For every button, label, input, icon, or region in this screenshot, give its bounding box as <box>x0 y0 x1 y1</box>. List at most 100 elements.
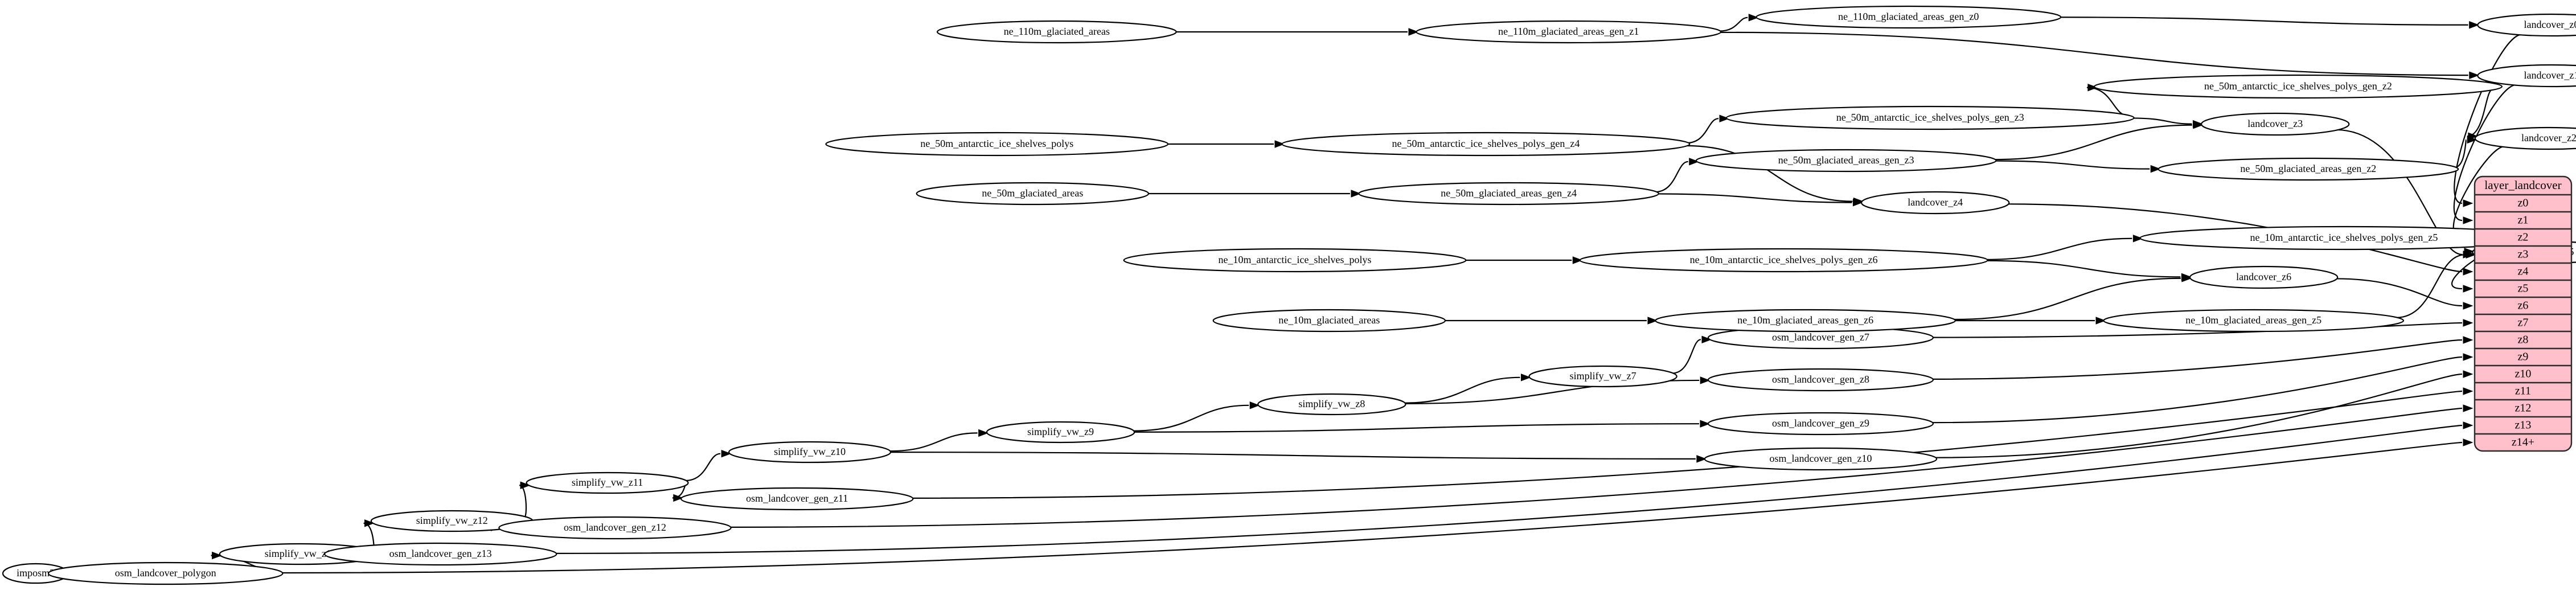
edge-arrowhead <box>2463 302 2474 310</box>
edge-arrowhead <box>1351 190 1361 198</box>
node-label: landcover_z6 <box>2236 271 2291 282</box>
graph-node[interactable]: osm_landcover_gen_z8 <box>1707 368 1934 392</box>
graph-node[interactable]: ne_10m_antarctic_ice_shelves_polys_gen_z… <box>1579 248 1988 273</box>
graph-edge <box>555 424 2463 554</box>
graph-edge <box>1993 124 2192 161</box>
edge-arrowhead <box>1700 376 1711 384</box>
graph-node[interactable]: simplify_vw_z9 <box>986 421 1135 444</box>
edge-arrowhead <box>2469 71 2480 79</box>
node-label: landcover_z2 <box>2521 132 2576 143</box>
table-row[interactable]: z5 <box>2518 282 2529 295</box>
edge-arrowhead <box>2463 251 2474 259</box>
edge-arrowhead <box>2463 285 2474 293</box>
edge-arrowhead <box>673 494 684 502</box>
node-label: osm_landcover_gen_z8 <box>1772 374 1869 385</box>
graph-node[interactable]: osm_landcover_polygon <box>47 561 284 585</box>
table-row[interactable]: z6 <box>2518 300 2529 312</box>
graph-node[interactable]: osm_landcover_gen_z11 <box>680 487 914 511</box>
graph-node[interactable]: osm_landcover_gen_z12 <box>498 516 732 540</box>
edge-arrowhead <box>364 519 375 527</box>
graph-edge <box>1672 339 1701 374</box>
edge-arrowhead <box>1689 158 1700 166</box>
table-row[interactable]: z7 <box>2518 317 2529 329</box>
graph-node[interactable]: landcover_z1 <box>2477 64 2576 88</box>
node-label: landcover_z3 <box>2247 118 2303 129</box>
graph-node[interactable]: ne_50m_glaciated_areas <box>916 182 1150 206</box>
graph-node[interactable]: ne_50m_antarctic_ice_shelves_polys_gen_z… <box>1725 105 2135 130</box>
graph-node[interactable]: ne_50m_antarctic_ice_shelves_polys <box>825 132 1169 157</box>
table-row[interactable]: z3 <box>2518 248 2529 261</box>
graph-edge <box>889 432 978 452</box>
graph-node[interactable]: ne_50m_antarctic_ice_shelves_polys_gen_z… <box>2093 74 2503 99</box>
edge-arrowhead <box>2132 235 2143 243</box>
graph-node[interactable]: ne_50m_glaciated_areas_gen_z4 <box>1358 182 1660 206</box>
graph-edge <box>1655 161 1688 193</box>
graph-node[interactable]: osm_landcover_gen_z7 <box>1707 326 1934 350</box>
node-label: ne_10m_antarctic_ice_shelves_polys <box>1219 254 1372 265</box>
graph-node[interactable]: simplify_vw_z12 <box>370 510 534 532</box>
table-row[interactable]: z4 <box>2518 265 2529 278</box>
table-row[interactable]: z2 <box>2518 231 2529 244</box>
graph-node[interactable]: ne_10m_glaciated_areas_gen_z6 <box>1655 309 1956 333</box>
graph-node[interactable]: landcover_z0 <box>2477 13 2576 37</box>
graph-edge <box>1133 404 1249 432</box>
graph-node[interactable]: ne_110m_glaciated_areas_gen_z1 <box>1416 20 1722 44</box>
graph-node[interactable]: ne_110m_glaciated_areas_gen_z0 <box>1755 5 2062 29</box>
graph-node[interactable]: osm_landcover_gen_z10 <box>1704 447 1938 471</box>
edge-arrowhead <box>2463 387 2474 395</box>
table-row-label: z6 <box>2518 300 2529 312</box>
graph-edge <box>2059 17 2468 26</box>
node-label: ne_110m_glaciated_areas_gen_z0 <box>1838 11 1979 22</box>
edge-arrowhead <box>1408 28 1419 36</box>
graph-edge <box>1718 17 1748 32</box>
graph-node[interactable]: landcover_z4 <box>1861 191 2010 215</box>
edge-arrowhead <box>212 551 223 560</box>
graph-node[interactable]: simplify_vw_z7 <box>1528 365 1677 388</box>
graph-node[interactable]: ne_10m_glaciated_areas <box>1212 309 1446 333</box>
table-row[interactable]: z9 <box>2518 351 2529 363</box>
graph-node[interactable]: ne_110m_glaciated_areas <box>936 20 1177 44</box>
graph-node[interactable]: imposm3 <box>2 563 69 584</box>
edge-arrowhead <box>978 429 989 437</box>
node-label: simplify_vw_z10 <box>774 446 846 457</box>
node-label: simplify_vw_z9 <box>1027 426 1094 437</box>
node-label: ne_50m_glaciated_areas_gen_z2 <box>2240 163 2376 174</box>
node-label: ne_110m_glaciated_areas <box>1004 26 1110 37</box>
table-row[interactable]: z0 <box>2518 197 2529 210</box>
graph-node[interactable]: osm_landcover_gen_z9 <box>1707 412 1934 436</box>
node-label: osm_landcover_gen_z7 <box>1772 331 1869 343</box>
graph-node[interactable]: landcover_z2 <box>2474 126 2576 150</box>
table-row[interactable]: z14+ <box>2512 436 2534 449</box>
table-row[interactable]: z13 <box>2515 419 2532 432</box>
graph-edge <box>2453 84 2517 222</box>
graph-node[interactable]: landcover_z3 <box>2201 112 2350 136</box>
graph-node[interactable]: osm_landcover_gen_z13 <box>323 542 557 566</box>
graph-edge <box>2132 117 2192 125</box>
edge-layer <box>39 14 2545 577</box>
graph-node[interactable]: simplify_vw_z8 <box>1257 393 1406 416</box>
table-row[interactable]: z11 <box>2515 385 2531 397</box>
graph-node[interactable]: ne_10m_antarctic_ice_shelves_polys <box>1123 248 1467 273</box>
edge-arrowhead <box>1700 420 1711 428</box>
graph-node[interactable]: ne_10m_antarctic_ice_shelves_polys_gen_z… <box>2139 225 2549 251</box>
table-row-label: z8 <box>2518 334 2529 346</box>
graph-node[interactable]: simplify_vw_z10 <box>728 441 892 464</box>
table-row-label: z7 <box>2518 317 2529 329</box>
table-row[interactable]: z10 <box>2515 368 2532 380</box>
graph-node[interactable]: ne_10m_glaciated_areas_gen_z5 <box>2103 309 2405 333</box>
graph-node[interactable]: ne_50m_glaciated_areas_gen_z3 <box>1695 149 1997 173</box>
graph-node[interactable]: ne_50m_glaciated_areas_gen_z2 <box>2157 157 2459 181</box>
graph-edge <box>1952 277 2181 321</box>
graph-node[interactable]: simplify_vw_z11 <box>526 471 689 494</box>
table-row[interactable]: z8 <box>2518 334 2529 346</box>
graph-node[interactable]: ne_50m_antarctic_ice_shelves_polys_gen_z… <box>1281 132 1691 157</box>
table-row[interactable]: z12 <box>2515 402 2532 415</box>
graph-edge <box>1931 356 2463 424</box>
graph-edge <box>1686 118 1719 144</box>
graph-node[interactable]: landcover_z6 <box>2189 265 2339 289</box>
table-row-label: z9 <box>2518 351 2529 363</box>
graph-edge <box>1934 373 2463 458</box>
node-label: simplify_vw_z12 <box>416 515 488 526</box>
table-row[interactable]: z1 <box>2518 214 2529 227</box>
